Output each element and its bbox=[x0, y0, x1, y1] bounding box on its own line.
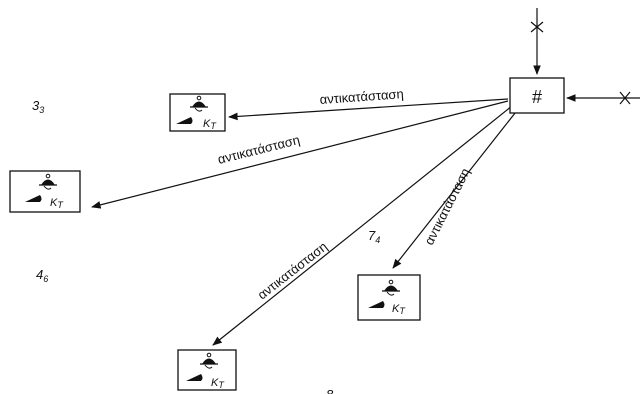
input-edge-right bbox=[566, 91, 640, 105]
edge-to-node-1 bbox=[228, 98, 509, 121]
target-node-1: KT bbox=[169, 93, 226, 132]
svg-text:KT: KT bbox=[203, 118, 217, 131]
stray-glyph: 8 bbox=[326, 387, 334, 394]
index-label-1: 33 bbox=[32, 98, 44, 115]
edge-label-3: αντικατάσταση bbox=[255, 239, 331, 303]
svg-text:KT: KT bbox=[50, 197, 64, 210]
hub-node: # bbox=[509, 77, 565, 114]
target-node-4: KT bbox=[357, 274, 421, 321]
hub-symbol: # bbox=[532, 87, 542, 107]
edge-to-node-2 bbox=[91, 100, 509, 209]
edge-to-node-3 bbox=[212, 105, 513, 346]
edge-label-2: αντικατάσταση bbox=[216, 132, 301, 167]
index-label-2: 46 bbox=[36, 267, 48, 284]
target-node-2: KT bbox=[9, 170, 81, 213]
svg-text:KT: KT bbox=[392, 303, 406, 316]
edge-to-node-4 bbox=[392, 107, 520, 269]
target-node-3: KT bbox=[177, 349, 237, 391]
svg-text:KT: KT bbox=[211, 377, 225, 390]
edge-label-4: αντικατάσταση bbox=[421, 166, 473, 248]
index-label-3: 74 bbox=[368, 228, 380, 245]
input-edge-top bbox=[530, 8, 544, 75]
edge-label-1: αντικατάσταση bbox=[319, 86, 404, 107]
